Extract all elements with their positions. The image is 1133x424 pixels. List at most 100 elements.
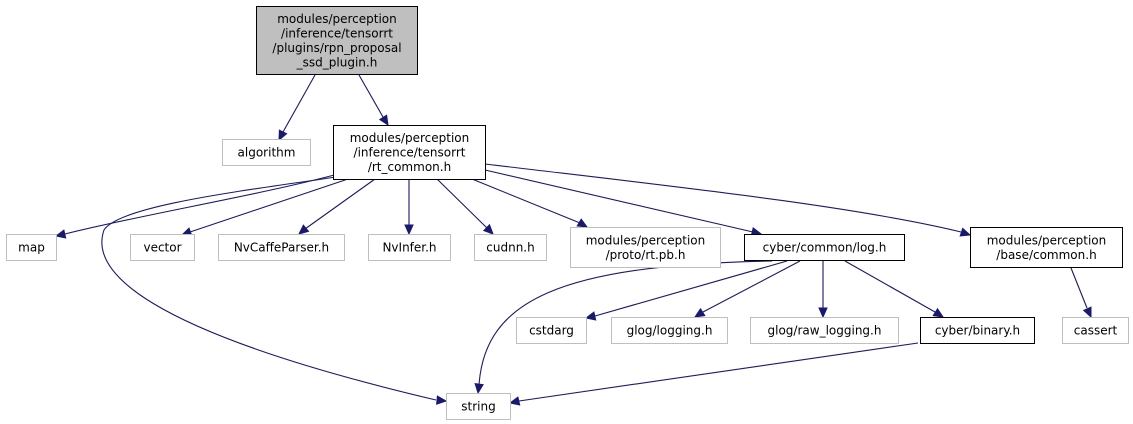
node-glog_raw_logging[interactable]: glog/raw_logging.h — [750, 317, 899, 344]
node-label-line: modules/perception — [586, 233, 706, 247]
edge-arrowhead — [576, 218, 589, 228]
edge-line — [189, 178, 349, 233]
edge-line — [358, 74, 384, 118]
edge-arrowhead — [298, 224, 310, 235]
edge-log-to-glog_raw_logging — [818, 261, 828, 319]
edge-line — [594, 260, 788, 317]
node-string[interactable]: string — [446, 393, 511, 420]
edge-line — [484, 169, 754, 233]
edge-base_common-to-cassert — [1070, 267, 1092, 319]
node-label-line: string — [461, 400, 495, 414]
node-nvcaffeparser[interactable]: NvCaffeParser.h — [218, 234, 345, 261]
edge-log-to-glog_logging — [693, 260, 801, 318]
edge-line — [101, 176, 437, 401]
node-label-line: cassert — [1074, 324, 1118, 338]
edge-arrowhead — [932, 307, 945, 318]
node-label-line: _ssd_plugin.h — [296, 55, 378, 69]
node-box — [744, 234, 905, 261]
node-box — [516, 317, 587, 344]
edge-log-to-cstdarg — [584, 260, 788, 321]
edge-arrowhead — [404, 224, 414, 236]
node-label-line: /plugins/rpn_proposal — [272, 41, 401, 55]
node-box — [474, 234, 547, 261]
edge-line — [436, 178, 488, 229]
node-box — [1062, 317, 1129, 344]
edge-root-to-rt_common — [358, 74, 389, 127]
edge-binary-to-string — [508, 342, 919, 406]
node-label-line: NvCaffeParser.h — [234, 241, 329, 255]
node-cudnn[interactable]: cudnn.h — [474, 234, 547, 261]
edge-arrowhead — [584, 311, 597, 321]
edge-root-to-algorithm — [278, 74, 316, 142]
node-label-line: map — [18, 241, 45, 255]
node-label-line: NvInfer.h — [382, 241, 436, 255]
edge-line — [282, 74, 316, 133]
edge-rt_common-to-nvcaffeparser — [298, 178, 376, 235]
node-algorithm[interactable]: algorithm — [222, 139, 311, 166]
edge-arrowhead — [474, 383, 484, 395]
node-cassert[interactable]: cassert — [1062, 317, 1129, 344]
edge-line — [1070, 267, 1088, 309]
node-label-line: /inference/tensorrt — [354, 146, 466, 160]
edge-rt_common-to-cudnn — [436, 178, 494, 235]
node-label-line: /inference/tensorrt — [281, 26, 393, 40]
node-label-line: modules/perception — [987, 233, 1107, 247]
edge-line — [64, 173, 339, 235]
edge-arrowhead — [378, 114, 389, 127]
node-box — [218, 234, 345, 261]
node-base_common[interactable]: modules/perception/base/common.h — [970, 227, 1123, 268]
edge-rt_common-to-map — [54, 173, 339, 239]
node-cstdarg[interactable]: cstdarg — [516, 317, 587, 344]
node-binary[interactable]: cyber/binary.h — [920, 317, 1035, 344]
node-box — [920, 317, 1035, 344]
node-log[interactable]: cyber/common/log.h — [744, 234, 905, 261]
node-root[interactable]: modules/perception/inference/tensorrt/pl… — [256, 6, 418, 75]
edge-line — [518, 342, 919, 402]
node-glog_logging[interactable]: glog/logging.h — [611, 317, 728, 344]
node-box — [750, 317, 899, 344]
edge-log-to-binary — [844, 260, 945, 318]
node-label-line: modules/perception — [350, 131, 470, 145]
edge-rt_common-to-nvinfer — [404, 179, 414, 236]
edge-line — [484, 163, 962, 233]
node-label-line: vector — [143, 241, 181, 255]
edge-rt_common-to-rt_pb — [471, 178, 589, 228]
edge-line — [702, 260, 801, 313]
edge-arrowhead — [1082, 306, 1092, 319]
edge-arrowhead — [482, 223, 494, 235]
edge-arrowhead — [693, 307, 706, 318]
edge-rt_common-to-base_common — [484, 163, 972, 237]
node-map[interactable]: map — [6, 234, 57, 261]
node-vector[interactable]: vector — [130, 234, 195, 261]
node-box — [6, 234, 57, 261]
node-box — [130, 234, 195, 261]
node-rt_pb[interactable]: modules/perception/proto/rt.pb.h — [570, 227, 721, 268]
node-label-line: /base/common.h — [996, 248, 1096, 262]
edge-arrowhead — [54, 229, 67, 239]
node-nvinfer[interactable]: NvInfer.h — [368, 234, 451, 261]
node-label-line: /rt_common.h — [368, 160, 451, 174]
node-label-line: algorithm — [238, 146, 296, 160]
edge-arrowhead — [508, 396, 521, 406]
node-label-line: cudnn.h — [486, 241, 534, 255]
node-label-line: cstdarg — [529, 324, 574, 338]
edge-arrowhead — [436, 395, 448, 405]
edge-line — [844, 260, 936, 313]
node-box — [611, 317, 728, 344]
edge-line — [471, 178, 581, 224]
nodes-layer: modules/perception/inference/tensorrt/pl… — [6, 6, 1129, 420]
edge-arrowhead — [959, 227, 972, 237]
node-box — [570, 227, 721, 268]
node-label-line: cyber/common/log.h — [763, 241, 887, 255]
node-box — [368, 234, 451, 261]
node-box — [333, 125, 486, 180]
node-label-line: glog/raw_logging.h — [768, 324, 882, 338]
node-box — [222, 139, 311, 166]
node-rt_common[interactable]: modules/perception/inference/tensorrt/rt… — [333, 125, 486, 180]
node-box — [970, 227, 1123, 268]
edge-arrowhead — [278, 129, 288, 142]
node-label-line: cyber/binary.h — [935, 324, 1020, 338]
edge-rt_common-to-string — [101, 176, 448, 405]
node-label-line: glog/logging.h — [627, 324, 713, 338]
